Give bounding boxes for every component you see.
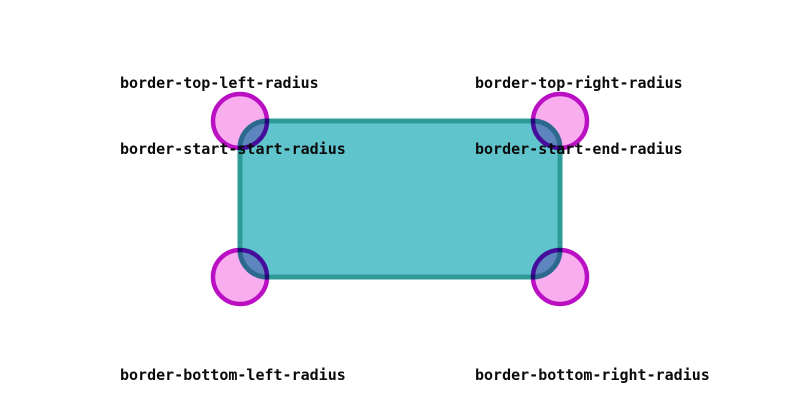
corner-radius-circle-top-right (530, 91, 590, 151)
label-top-right-line1: border-top-right-radius (475, 74, 683, 92)
label-top-right-line2: border-start-end-radius (475, 140, 683, 158)
label-bottom-left-corner: border-bottom-left-radius border-end-sta… (120, 320, 346, 400)
rounded-rectangle (237, 118, 563, 280)
label-top-left-corner: border-top-left-radius border-start-star… (120, 28, 346, 204)
label-bottom-left-line1: border-bottom-left-radius (120, 366, 346, 384)
label-top-left-line1: border-top-left-radius (120, 74, 319, 92)
label-top-right-corner: border-top-right-radius border-start-end… (475, 28, 683, 204)
corner-radius-circle-bottom-left (210, 247, 270, 307)
label-bottom-right-line1: border-bottom-right-radius (475, 366, 710, 384)
label-bottom-right-corner: border-bottom-right-radius border-end-en… (475, 320, 710, 400)
corner-radius-circle-top-left (210, 91, 270, 151)
corner-radius-circle-bottom-right (530, 247, 590, 307)
label-top-left-line2: border-start-start-radius (120, 140, 346, 158)
